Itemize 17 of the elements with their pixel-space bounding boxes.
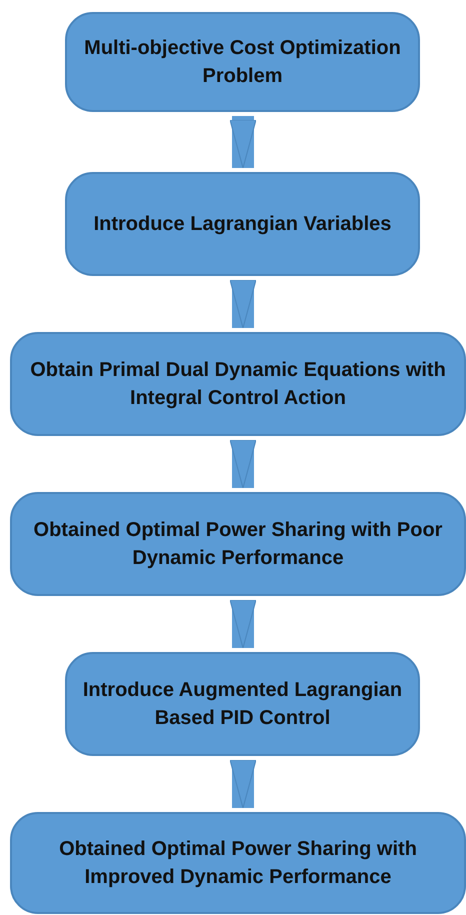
process-box [10, 812, 466, 914]
block-arrow [230, 440, 256, 488]
block-arrow [230, 116, 256, 168]
process-box [65, 12, 420, 112]
process-box [65, 172, 420, 276]
block-arrow [230, 760, 256, 808]
block-arrow [230, 600, 256, 648]
process-box [10, 492, 466, 596]
step-text: Obtained Optimal Power Sharing with Improved Dynamic Performance [58, 837, 418, 890]
step-text: Multi-objective Cost Optimization Problem [83, 36, 402, 89]
process-box [65, 652, 420, 756]
step-text: Obtained Optimal Power Sharing with Poor Dynamic Performance [32, 518, 444, 571]
process-box [10, 332, 466, 436]
block-arrow [230, 280, 256, 328]
step-text: Obtain Primal Dual Dynamic Equations with Integral Control Action [29, 358, 447, 411]
step-text: Introduce Augmented Lagrangian Based PID Control [82, 678, 404, 731]
step-text: Introduce Lagrangian Variables [94, 212, 392, 237]
